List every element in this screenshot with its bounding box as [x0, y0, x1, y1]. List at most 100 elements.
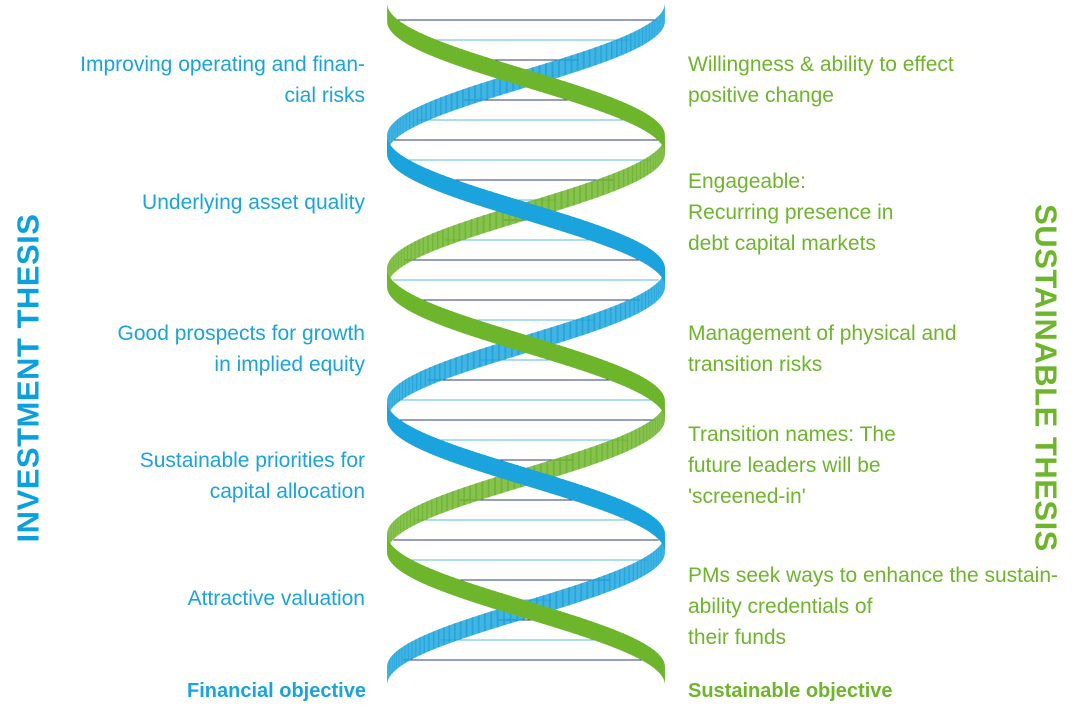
blue-strand-segment	[411, 639, 417, 660]
green-strand-segment	[452, 223, 461, 244]
blue-strand-segment	[392, 121, 396, 142]
green-strand-segment	[418, 563, 424, 584]
green-strand-segment	[588, 89, 596, 110]
blue-strand-segment	[399, 381, 403, 402]
green-strand-segment	[659, 145, 662, 166]
green-strand-segment	[659, 411, 662, 432]
blue-strand-segment	[564, 55, 573, 76]
blue-strand-segment	[591, 223, 600, 244]
blue-strand-segment	[608, 571, 616, 592]
blue-strand-segment	[655, 547, 659, 568]
green-strand-segment	[414, 239, 420, 260]
green-strand-segment	[485, 57, 495, 78]
blue-strand-segment	[453, 179, 461, 200]
green-strand-segment	[635, 639, 641, 660]
blue-strand-segment	[620, 35, 628, 56]
blue-strand-segment	[437, 627, 445, 648]
blue-strand-segment	[460, 353, 469, 374]
green-strand-segment	[462, 315, 471, 336]
green-strand-segment	[631, 637, 637, 658]
green-strand-segment	[406, 557, 412, 578]
blue-strand-segment	[472, 349, 481, 370]
blue-strand-segment	[471, 615, 480, 636]
green-strand-segment	[395, 251, 399, 272]
green-strand-segment	[654, 119, 658, 140]
green-strand-segment	[655, 651, 659, 672]
green-strand-segment	[418, 237, 425, 258]
blue-strand-segment	[438, 361, 446, 382]
blue-strand-segment	[609, 495, 617, 516]
green-strand-segment	[649, 419, 654, 440]
blue-strand-segment	[562, 479, 571, 500]
green-strand-segment	[636, 161, 642, 182]
blue-strand-segment	[556, 477, 565, 498]
green-strand-segment	[487, 477, 496, 498]
green-strand-segment	[488, 589, 497, 610]
green-strand-segment	[410, 559, 416, 580]
blue-strand-segment	[462, 87, 470, 108]
green-strand-segment	[577, 351, 586, 372]
blue-strand-segment	[630, 31, 636, 52]
blue-strand-segment	[632, 561, 638, 582]
green-strand-segment	[646, 155, 651, 176]
blue-strand-segment	[570, 53, 579, 74]
green-strand-segment	[661, 143, 663, 164]
green-strand-segment	[444, 43, 452, 64]
blue-strand-segment	[420, 369, 426, 390]
green-strand-segment	[402, 289, 408, 310]
blue-strand-segment	[638, 27, 644, 48]
green-strand-segment	[545, 341, 555, 362]
blue-strand-segment	[644, 555, 649, 576]
blue-strand-segment	[618, 233, 625, 254]
green-strand-segment	[578, 617, 587, 638]
green-strand-segment	[606, 439, 614, 460]
blue-strand-segment	[603, 573, 611, 594]
green-strand-segment	[492, 59, 501, 80]
green-strand-segment	[494, 591, 504, 612]
green-strand-segment	[487, 323, 496, 344]
green-strand-segment	[456, 313, 465, 334]
blue-strand-segment	[429, 365, 436, 386]
green-strand-segment	[464, 219, 473, 240]
blue-strand-segment	[574, 583, 583, 604]
green-strand-segment	[399, 287, 404, 308]
green-strand-segment	[537, 73, 547, 94]
blue-strand-segment	[642, 25, 647, 46]
blue-strand-segment	[636, 559, 642, 580]
green-strand-segment	[569, 83, 578, 104]
green-strand-segment	[589, 445, 598, 466]
blue-strand-segment	[418, 165, 425, 186]
blue-strand-segment	[659, 543, 662, 564]
green-strand-segment	[626, 431, 633, 452]
green-strand-segment	[616, 365, 623, 386]
green-strand-segment	[391, 279, 394, 300]
blue-strand-segment	[574, 483, 583, 504]
blue-strand-segment	[390, 655, 393, 676]
green-strand-segment	[651, 117, 655, 138]
blue-strand-segment	[620, 301, 627, 322]
green-strand-segment	[391, 521, 394, 542]
blue-strand-segment	[598, 491, 606, 512]
green-strand-segment	[605, 95, 613, 116]
blue-strand-segment	[401, 645, 406, 666]
blue-strand-segment	[653, 251, 657, 272]
green-strand-segment	[393, 519, 396, 540]
green-strand-segment	[506, 329, 515, 350]
right-item-5: PMs seek ways to enhance the sustain- ab…	[688, 564, 1059, 649]
green-strand-segment	[417, 297, 423, 318]
blue-strand-segment	[602, 227, 610, 248]
blue-strand-segment	[407, 641, 413, 662]
green-strand-segment	[635, 427, 641, 448]
helix-rungs	[393, 19, 659, 661]
green-strand-segment	[559, 611, 569, 632]
blue-strand-segment	[495, 193, 505, 214]
green-strand-segment	[621, 433, 628, 454]
green-strand-segment	[436, 571, 444, 592]
green-strand-segment	[573, 185, 582, 206]
blue-strand-segment	[585, 221, 594, 242]
green-strand-segment	[646, 421, 651, 442]
green-strand-segment	[446, 575, 455, 596]
green-strand-segment	[395, 549, 399, 570]
green-strand-segment	[406, 291, 411, 312]
blue-strand-segment	[644, 511, 649, 532]
